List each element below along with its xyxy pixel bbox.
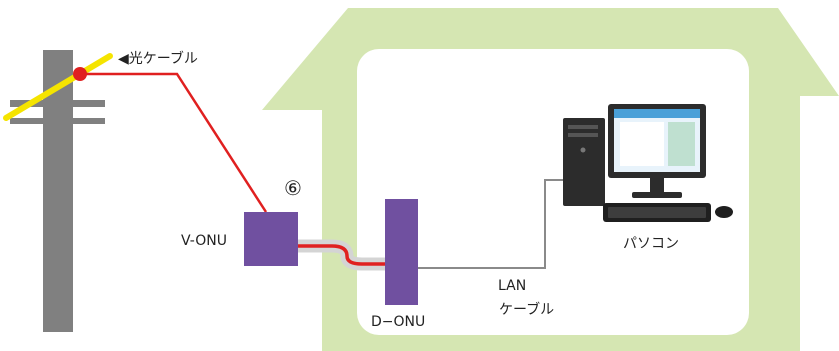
- lan-cable-label-line2: ケーブル: [499, 302, 555, 318]
- v-onu-box: [244, 212, 298, 266]
- pole-crossarm-upper: [10, 100, 105, 107]
- monitor-base: [632, 192, 682, 198]
- pc-power-button: [580, 147, 586, 153]
- v-onu-label: V-ONU: [181, 233, 227, 249]
- monitor-screen-side: [668, 122, 695, 166]
- lan-cable-label-line1: LAN: [498, 278, 527, 294]
- pc-tower-drive-2: [568, 133, 598, 137]
- connection-point: [73, 67, 87, 81]
- lan-cable: [418, 179, 568, 269]
- pole-optical-cable: [3, 53, 113, 121]
- coax-cable: [298, 239, 388, 271]
- optical-fiber-line: [80, 72, 268, 213]
- pole-crossarm-lower: [10, 118, 105, 124]
- keyboard-keys: [608, 207, 706, 218]
- pc-tower-drive: [568, 125, 598, 129]
- d-onu-label: D−ONU: [371, 314, 426, 330]
- callout-number-label: ⑥: [284, 176, 302, 200]
- d-onu-box: [385, 199, 418, 305]
- monitor-screen-bar: [614, 109, 700, 118]
- monitor-screen-panel: [620, 122, 664, 166]
- utility-pole: [3, 50, 113, 332]
- coax-cable-core: [298, 244, 388, 266]
- monitor-neck: [650, 178, 664, 192]
- pole-post: [43, 50, 73, 332]
- computer: [563, 104, 733, 222]
- pc-tower: [563, 118, 605, 206]
- pc-label: パソコン: [623, 236, 679, 252]
- optical-cable-label: ◀光ケーブル: [118, 51, 198, 67]
- mouse: [715, 206, 733, 218]
